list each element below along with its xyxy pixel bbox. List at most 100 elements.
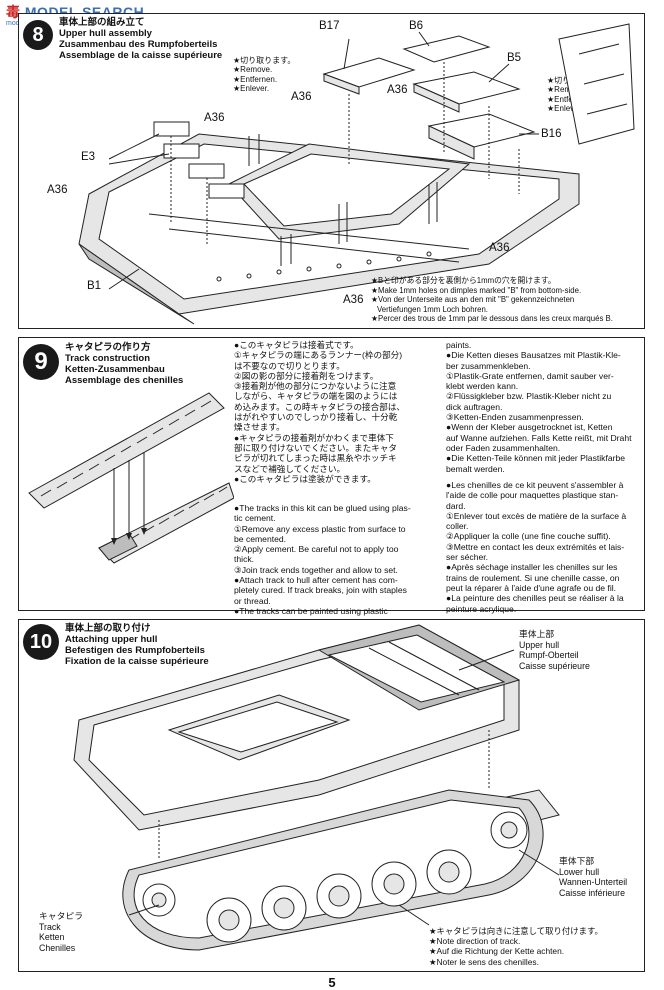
- step-8-hole-note: ★Bと印がある部分を裏側から1mmの穴を開けます。 ★Make 1mm hole…: [371, 276, 613, 324]
- text-line: ③Ketten-Enden zusammenpressen.: [446, 412, 584, 423]
- label-line: Track: [39, 921, 61, 932]
- text-line: l'aide de colle pour maquettes plastique…: [446, 490, 619, 501]
- step-9-text-jp: ●このキャタピラは接着式です。 ①キャタピラの端にあるランナー(枠の部分) は不…: [234, 340, 444, 484]
- step-8-cut-note-left: ★切り取ります。 ★Remove. ★Entfernen. ★Enlever.: [233, 56, 295, 94]
- text-line: ③接着剤が他の部分につかないように注意: [234, 381, 397, 392]
- text-line: pletely cured. If track breaks, join wit…: [234, 585, 407, 596]
- upper-hull-label: 車体上部 Upper hull Rumpf-Oberteil Caisse su…: [519, 629, 590, 671]
- text-line: peut la réparer à l'aide d'une agrafe ou…: [446, 582, 617, 593]
- text-line: ③Join track ends together and allow to s…: [234, 564, 398, 575]
- step-9-title-de: Ketten-Zusammenbau: [65, 364, 165, 375]
- step-8-title-de: Zusammenbau des Rumpfoberteils: [59, 39, 218, 50]
- track-label: キャタピラ Track Ketten Chenilles: [39, 911, 83, 953]
- cut-note-line: ★Entfernen.: [547, 94, 592, 104]
- text-line: ②図の影の部分に接着剤をつけます。: [234, 370, 379, 381]
- hull-attachment-drawing: [73, 624, 560, 951]
- step-9-title-fr: Assemblage des chenilles: [65, 375, 184, 386]
- hole-note-line: ★Bと印がある部分を裏側から1mmの穴を開けます。: [371, 276, 556, 285]
- text-line: スなどで補強してください。: [234, 463, 346, 474]
- text-line: peinture acrylique.: [446, 603, 517, 614]
- label-line: キャタピラ: [39, 911, 83, 921]
- text-line: coller.: [446, 521, 469, 532]
- text-line: ②Apply cement. Be careful not to apply t…: [234, 544, 399, 555]
- label-line: Upper hull: [519, 639, 560, 650]
- step-10-title-de: Befestigen des Rumpfoberteils: [65, 645, 205, 656]
- label-line: Ketten: [39, 932, 65, 943]
- step-10-titles: 車体上部の取り付け Attaching upper hull Befestige…: [65, 623, 209, 667]
- text-line: ●Die Ketten-Teile können mit jeder Plast…: [446, 453, 626, 464]
- text-line: ②Appliquer la colle (une fine couche suf…: [446, 531, 611, 542]
- step-8-title-jp: 車体上部の組み立て: [59, 17, 145, 28]
- cut-note-line: ★切り取ります。: [233, 56, 296, 65]
- part-label-b5: B5: [507, 52, 522, 64]
- cut-note-line: ★Remove.: [547, 85, 587, 95]
- page-number: 5: [328, 975, 336, 990]
- track-construction-drawing: [28, 392, 234, 564]
- label-line: Caisse inférieure: [559, 887, 626, 898]
- text-line: ①Enlever tout excès de matière de la sur…: [446, 510, 627, 521]
- text-line: ③Mettre en contact les deux extrémités e…: [446, 541, 625, 552]
- part-label-b16: B16: [541, 128, 562, 140]
- text-line: しながら、キャタピラの端を図のようには: [234, 391, 398, 402]
- text-line: ピラが切れてしまった時は黒糸やホッチキ: [234, 453, 397, 464]
- text-line: ●Die Ketten dieses Bausatzes mit Plastik…: [446, 350, 621, 361]
- part-label-e3: E3: [81, 151, 96, 163]
- text-line: be cemented.: [234, 533, 287, 544]
- text-line: dick auftragen.: [446, 401, 503, 412]
- text-line: ●このキャタピラは接着式です。: [234, 340, 359, 350]
- text-line: は不要なので切りとります。: [234, 360, 345, 371]
- part-label-a36: A36: [387, 84, 408, 96]
- lower-hull-label: 車体下部 Lower hull Wannen-Unterteil Caisse …: [559, 856, 627, 898]
- step-10-title-en: Attaching upper hull: [65, 634, 158, 645]
- text-line: ●このキャタピラは塗装ができます。: [234, 473, 376, 484]
- text-line: ①Plastik-Grate entfernen, damit sauber v…: [446, 370, 614, 381]
- text-line: trains de roulement. Si une chenille cas…: [446, 572, 620, 583]
- text-line: ②Flüssigkleber bzw. Plastik-Kleber nicht…: [446, 391, 612, 402]
- step-9-titles: キャタピラの作り方 Track construction Ketten-Zusa…: [65, 342, 183, 386]
- text-line: or thread.: [234, 595, 271, 606]
- text-line: ●Les chenilles de ce kit peuvent s'assem…: [446, 480, 624, 490]
- part-label-b1: B1: [87, 280, 102, 292]
- step-9-text-en: ●The tracks in this kit can be glued usi…: [234, 503, 444, 616]
- hole-note-line: Vertiefungen 1mm Loch bohren.: [377, 304, 488, 314]
- hole-note-line: ★Von der Unterseite aus an den mit "B" g…: [371, 295, 575, 304]
- watermark-brand: 毒: [6, 4, 21, 20]
- track-direction-note: ★キャタピラは向きに注意して取り付けます。 ★Note direction of…: [429, 926, 603, 967]
- text-line: ①キャタピラの端にあるランナー(枠の部分): [234, 350, 403, 361]
- text-line: ber zusammenkleben.: [446, 360, 531, 371]
- part-label-a36: A36: [343, 294, 364, 306]
- text-line: thick.: [234, 554, 255, 565]
- part-label-b6: B6: [409, 20, 424, 32]
- text-line: dard.: [446, 500, 466, 511]
- part-label-a36: A36: [204, 112, 225, 124]
- text-line: ●Après séchage installer les chenilles s…: [446, 562, 618, 573]
- note-line: ★キャタピラは向きに注意して取り付けます。: [429, 926, 603, 936]
- label-line: Wannen-Unterteil: [559, 877, 628, 888]
- step-9-title-jp: キャタピラの作り方: [65, 342, 151, 353]
- step-8-panel: 8 車体上部の組み立て Upper hull assembly Zusammen…: [18, 13, 645, 329]
- text-line: bemalt werden.: [446, 463, 505, 474]
- upper-hull-assembly-drawing: [78, 23, 635, 325]
- text-line: klebt werden kann.: [446, 381, 519, 392]
- part-label-a36: A36: [47, 184, 68, 196]
- step-9-title-en: Track construction: [65, 353, 150, 364]
- text-line: 燥させます。: [234, 422, 285, 433]
- text-line: paints.: [446, 340, 472, 350]
- step-10-number: 10: [23, 624, 59, 660]
- step-10-title-jp: 車体上部の取り付け: [65, 623, 151, 634]
- text-line: ●The tracks in this kit can be glued usi…: [234, 503, 411, 513]
- note-line: ★Note direction of track.: [429, 936, 521, 947]
- part-label-b17: B17: [319, 20, 340, 32]
- text-line: 部に取り付けないでください。またキャタ: [234, 442, 398, 453]
- cut-note-line: ★Remove.: [233, 65, 273, 75]
- cut-note-line: ★Enlever.: [547, 104, 584, 114]
- label-line: Caisse supérieure: [519, 660, 590, 671]
- label-line: Lower hull: [559, 866, 600, 877]
- step-9-text-fr: ●Les chenilles de ce kit peuvent s'assem…: [446, 480, 644, 614]
- label-line: Chenilles: [39, 942, 76, 953]
- text-line: ●キャタピラの接着剤がかわくまで車体下: [234, 432, 394, 443]
- hole-note-line: ★Make 1mm holes on dimples marked "B" fr…: [371, 285, 582, 295]
- text-line: ser sécher.: [446, 552, 489, 563]
- step-10-panel: 10 車体上部の取り付け Attaching upper hull Befest…: [18, 619, 645, 972]
- text-line: め込みます。この時キャタピラの接合部は、: [234, 401, 406, 412]
